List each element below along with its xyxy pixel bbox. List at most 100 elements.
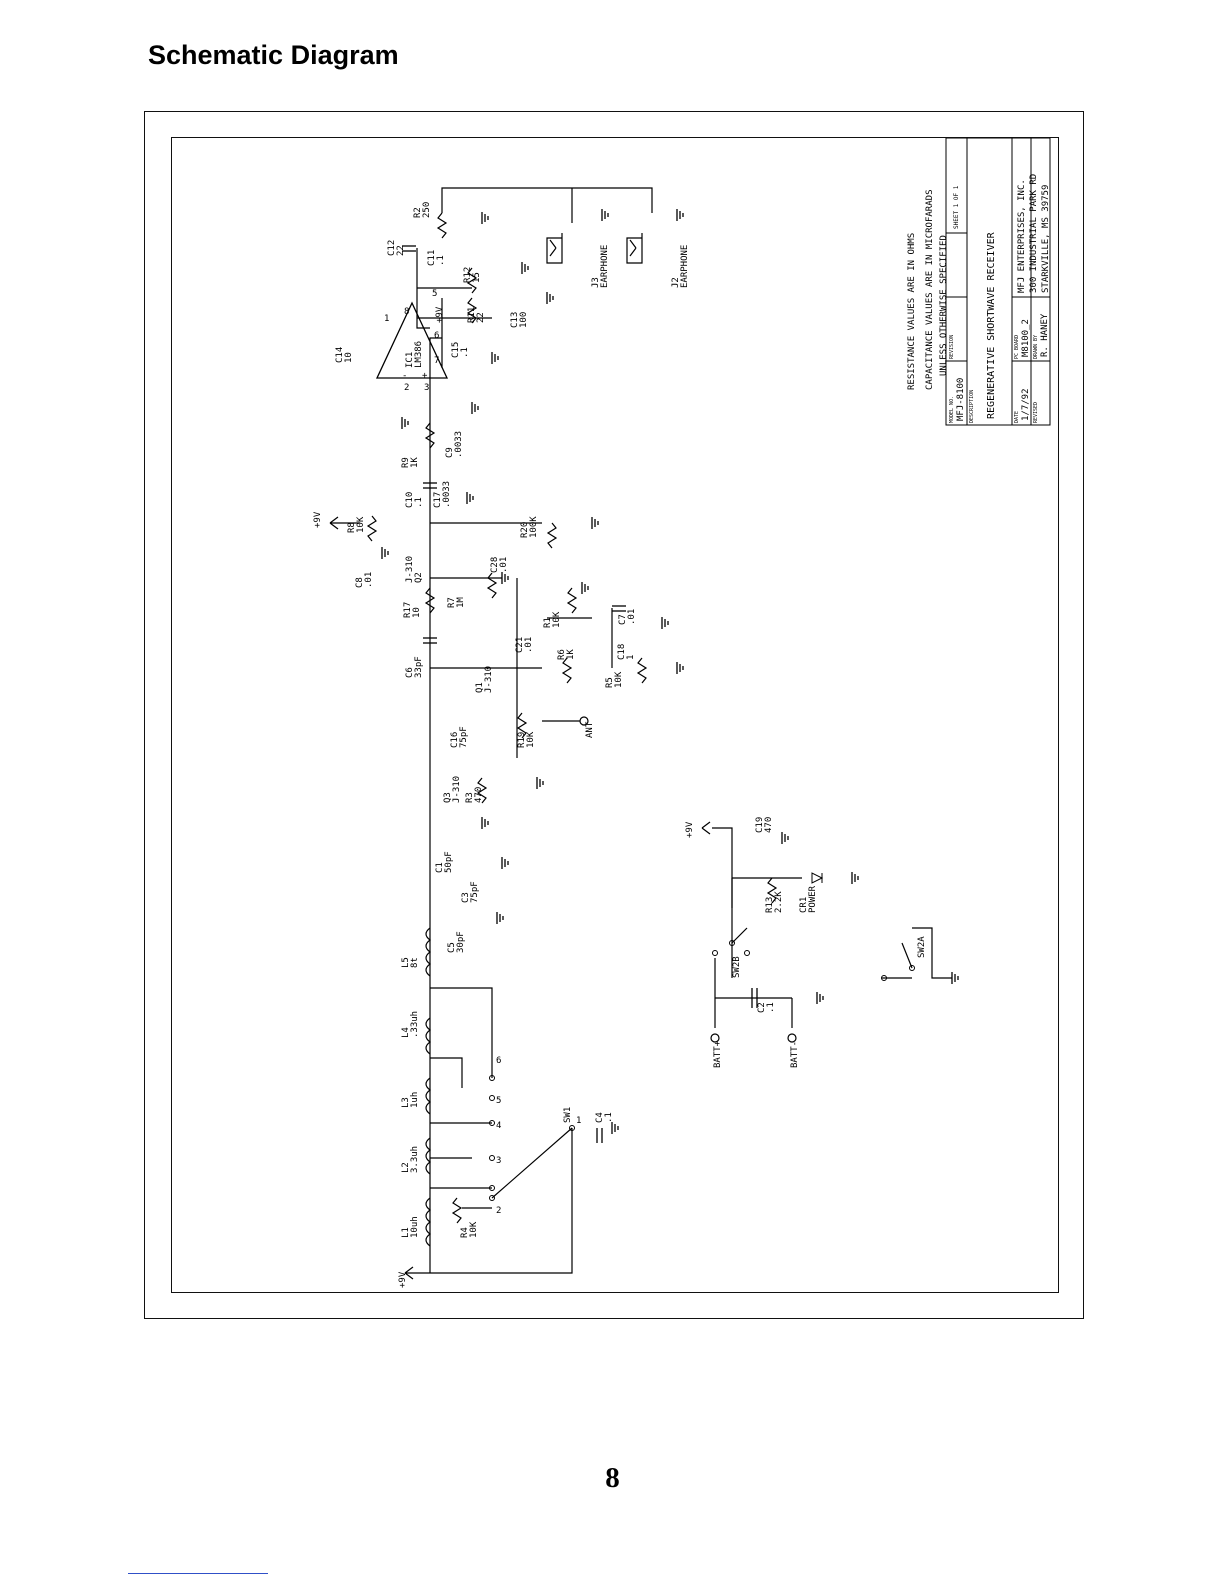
r8-val: 10K [356,516,366,533]
drawing-inner-frame: RESISTANCE VALUES ARE IN OHMS CAPACITANC… [171,137,1059,1293]
ic-plus: + [422,371,428,381]
l1-ref: L1 [401,1227,411,1238]
c2-ref: C2 [757,1002,767,1013]
r8-ref: R8 [347,522,357,533]
plus9v-label-l1: +9V [398,1271,408,1288]
j2-val: EARPHONE [680,245,690,288]
c14-val: 10 [344,352,354,363]
c15-val: .1 [460,347,470,358]
l1-val: 10uh [410,1216,420,1238]
sw2b-label: SW2B [732,956,742,978]
c17-val: .0033 [442,481,452,508]
r20-ref: R20 [520,522,530,538]
tb-company-3: STARKVILLE, MS 39759 [1041,185,1051,293]
wires [416,187,952,1274]
cr1-ref: CR1 [799,897,809,913]
c17-ref: C17 [433,492,443,508]
r13-val: 2.2K [774,891,784,913]
c3-val: 75pF [470,881,480,903]
plus9v-label-q2: +9V [313,511,323,528]
tb-revised-label: REVISED [1033,402,1039,423]
l4-val: .33uh [410,1011,420,1038]
sw1-pin-4: 4 [496,1121,501,1131]
r7-val: 1M [456,597,466,608]
c1-val: 50pF [444,851,454,873]
tb-description-label: DESCRIPTION [969,390,975,423]
tb-pcboard: M8100_2 [1021,319,1031,357]
ic1-val: LM386 [414,341,424,368]
component-graphics [329,208,959,1280]
title-block: RESISTANCE VALUES ARE IN OHMS CAPACITANC… [907,190,949,390]
tb-sheet: SHEET 1 OF 1 [953,185,960,229]
c12-val: 22 [396,245,406,256]
page-title: Schematic Diagram [148,40,399,70]
c28-ref: C28 [490,557,500,573]
c12-ref: C12 [387,240,397,256]
c21-ref: C21 [515,637,525,653]
sw1-pin-6: 6 [496,1056,501,1066]
cr1-val: POWER [808,885,818,913]
page-number: 8 [605,1462,620,1494]
r9-ref: R9 [401,457,411,468]
r20-val: 100K [529,516,539,538]
note-unless: UNLESS OTHERWISE SPECIFIED [939,235,949,376]
c8-ref: C8 [355,577,365,588]
component-labels: R2 250 C12 22 C11 .1 R12 15 R11 22 [335,202,818,1238]
c9-val: .0033 [454,431,464,458]
ic-pin-1: 1 [384,314,389,324]
r7-ref: R7 [447,597,457,608]
tb-model-no: MFJ-8100 [956,378,966,421]
c5-ref: C5 [447,942,457,953]
title-block-table: MODEL NO. MFJ-8100 REVISION SHEET 1 OF 1… [945,138,1051,426]
r5-ref: R5 [605,677,615,688]
r6-val: 1K [566,649,576,660]
tb-drawnby-label: DRAWN BY [1033,335,1039,359]
c11-ref: C11 [427,250,437,266]
q3-type: J-310 [452,776,462,803]
c16-ref: C16 [450,732,460,748]
sw1-pin-5: 5 [496,1096,501,1106]
l5-val: 8t [410,957,420,968]
c1-ref: C1 [435,862,445,873]
r1-val: 10K [552,611,562,628]
sw1-pin-2: 2 [496,1206,501,1216]
c5-val: 30pF [456,931,466,953]
r1-ref: R1 [543,617,553,628]
r4-val: 10K [469,1221,479,1238]
plus9v-label-ic: +9V [435,306,445,323]
l4-ref: L4 [401,1027,411,1038]
ic-pin-5: 5 [432,289,437,299]
r17-ref: R17 [403,602,413,618]
j3-val: EARPHONE [600,245,610,288]
net-labels: ANT +9V +9V +9V +9V SW1 SW2A SW2B BATT+ … [313,289,927,1288]
tb-pcboard-label: PC BOARD [1014,335,1020,359]
c21-val: .01 [524,637,534,653]
c4-ref: C4 [595,1112,605,1123]
c6-val: 33pF [414,656,424,678]
sw1-pin-1: 1 [576,1116,581,1126]
c10-ref: C10 [405,492,415,508]
r3-val: 470 [474,787,484,803]
c19-val: 470 [764,817,774,833]
batt-plus-label: BATT+ [713,1040,723,1068]
c7-ref: C7 [618,614,628,625]
q2-type: J-310 [405,556,415,583]
c16-val: 75pF [459,726,469,748]
r9-val: 1K [410,457,420,468]
c7-val: .01 [627,609,637,625]
ant-label: ANT [585,721,595,738]
footer-rule [128,1573,268,1574]
c2-val: .1 [766,1002,776,1013]
r13-ref: R13 [765,897,775,913]
l2-val: 3.3uh [410,1146,420,1173]
c8-val: .01 [364,572,374,588]
r12-ref: R12 [463,267,473,283]
r3-ref: R3 [465,792,475,803]
r5-val: 10K [614,671,624,688]
r19-val: 10K [526,731,536,748]
r17-val: 10 [412,607,422,618]
c13-ref: C13 [510,312,520,328]
note-resistance: RESISTANCE VALUES ARE IN OHMS [907,233,917,390]
tb-drawnby: R. HANEY [1040,313,1050,357]
c14-ref: C14 [335,347,345,363]
